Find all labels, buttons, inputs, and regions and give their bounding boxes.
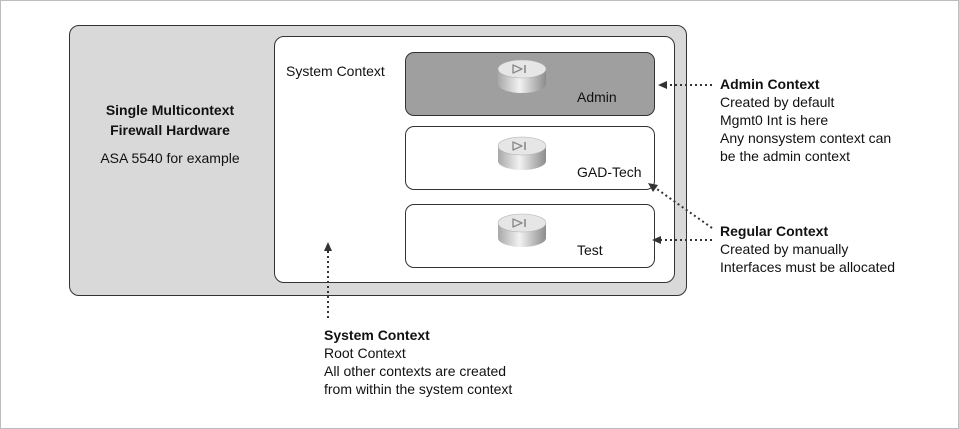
- regular-annotation-line: Interfaces must be allocated: [720, 259, 896, 275]
- admin-annotation-line: Created by default: [720, 94, 835, 110]
- hardware-description: Single Multicontext Firewall Hardware AS…: [70, 100, 270, 167]
- test-context-label: Test: [577, 242, 603, 258]
- system-context-label: System Context: [286, 63, 385, 79]
- admin-context-label: Admin: [577, 89, 617, 105]
- firewall-icon: [497, 213, 547, 247]
- regular-context-annotation: Regular Context Created by manually Inte…: [720, 222, 895, 276]
- admin-annotation-line: be the admin context: [720, 148, 850, 164]
- firewall-icon: [497, 59, 547, 93]
- firewall-icon: [497, 136, 547, 170]
- system-annotation-line: Root Context: [324, 345, 406, 361]
- regular-annotation-title: Regular Context: [720, 223, 829, 239]
- gad-tech-context-label: GAD-Tech: [577, 164, 642, 180]
- admin-annotation-line: Any nonsystem context can: [720, 130, 892, 146]
- hardware-example: ASA 5540 for example: [100, 150, 240, 166]
- regular-annotation-line: Created by manually: [720, 241, 849, 257]
- system-annotation-title: System Context: [324, 327, 430, 343]
- system-annotation-line: from within the system context: [324, 381, 513, 397]
- admin-context-annotation: Admin Context Created by default Mgmt0 I…: [720, 75, 891, 165]
- hardware-title-line2: Firewall Hardware: [110, 122, 230, 138]
- admin-annotation-title: Admin Context: [720, 76, 820, 92]
- admin-annotation-line: Mgmt0 Int is here: [720, 112, 829, 128]
- system-context-annotation: System Context Root Context All other co…: [324, 326, 512, 398]
- hardware-title-line1: Single Multicontext: [105, 102, 235, 118]
- system-annotation-line: All other contexts are created: [324, 363, 507, 379]
